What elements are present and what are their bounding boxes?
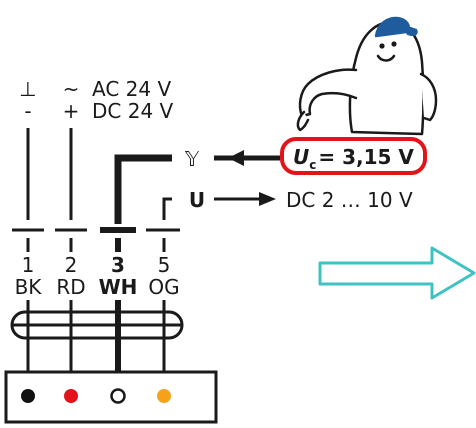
right-arrow-icon — [318, 246, 476, 300]
wire-1-number: 1 — [22, 253, 35, 277]
uc-value: = 3,15 V — [318, 145, 414, 169]
wire-5-top — [162, 197, 172, 220]
cartoon-mascot-icon — [296, 16, 438, 136]
terminal-dot-rd — [64, 389, 78, 403]
wire-1-code: BK — [15, 275, 43, 299]
wire-2-code: RD — [56, 275, 85, 299]
plus-symbol: + — [63, 99, 80, 123]
ground-symbol: ⊥ — [19, 77, 36, 101]
tilde-symbol: ~ — [63, 77, 80, 101]
wire-2-number: 2 — [65, 253, 78, 277]
supply-ac-label: AC 24 V — [92, 77, 171, 101]
terminal-dot-bk — [21, 389, 35, 403]
y-signal-symbol: 𝕐 — [184, 147, 200, 171]
y-arrow-head-icon — [228, 150, 244, 166]
wire-3-number: 3 — [111, 253, 125, 277]
u-arrow-head-icon — [259, 192, 276, 206]
terminal-dot-og — [157, 389, 171, 403]
wire-5-number: 5 — [158, 253, 171, 277]
output-range-label: DC 2 … 10 V — [286, 188, 413, 212]
uc-symbol: U — [293, 145, 309, 169]
uc-highlight-box — [280, 137, 427, 175]
wire-3-top — [114, 154, 172, 224]
minus-symbol: - — [24, 99, 31, 123]
wire-5-code: OG — [148, 275, 179, 299]
supply-dc-label: DC 24 V — [92, 99, 174, 123]
uc-subscript: c — [309, 158, 316, 172]
uc-value-text: Uc= 3,15 V — [293, 145, 414, 172]
terminal-dot-wh — [110, 388, 126, 404]
u-signal-symbol: U — [189, 188, 205, 212]
wire-3-code: WH — [99, 275, 138, 299]
